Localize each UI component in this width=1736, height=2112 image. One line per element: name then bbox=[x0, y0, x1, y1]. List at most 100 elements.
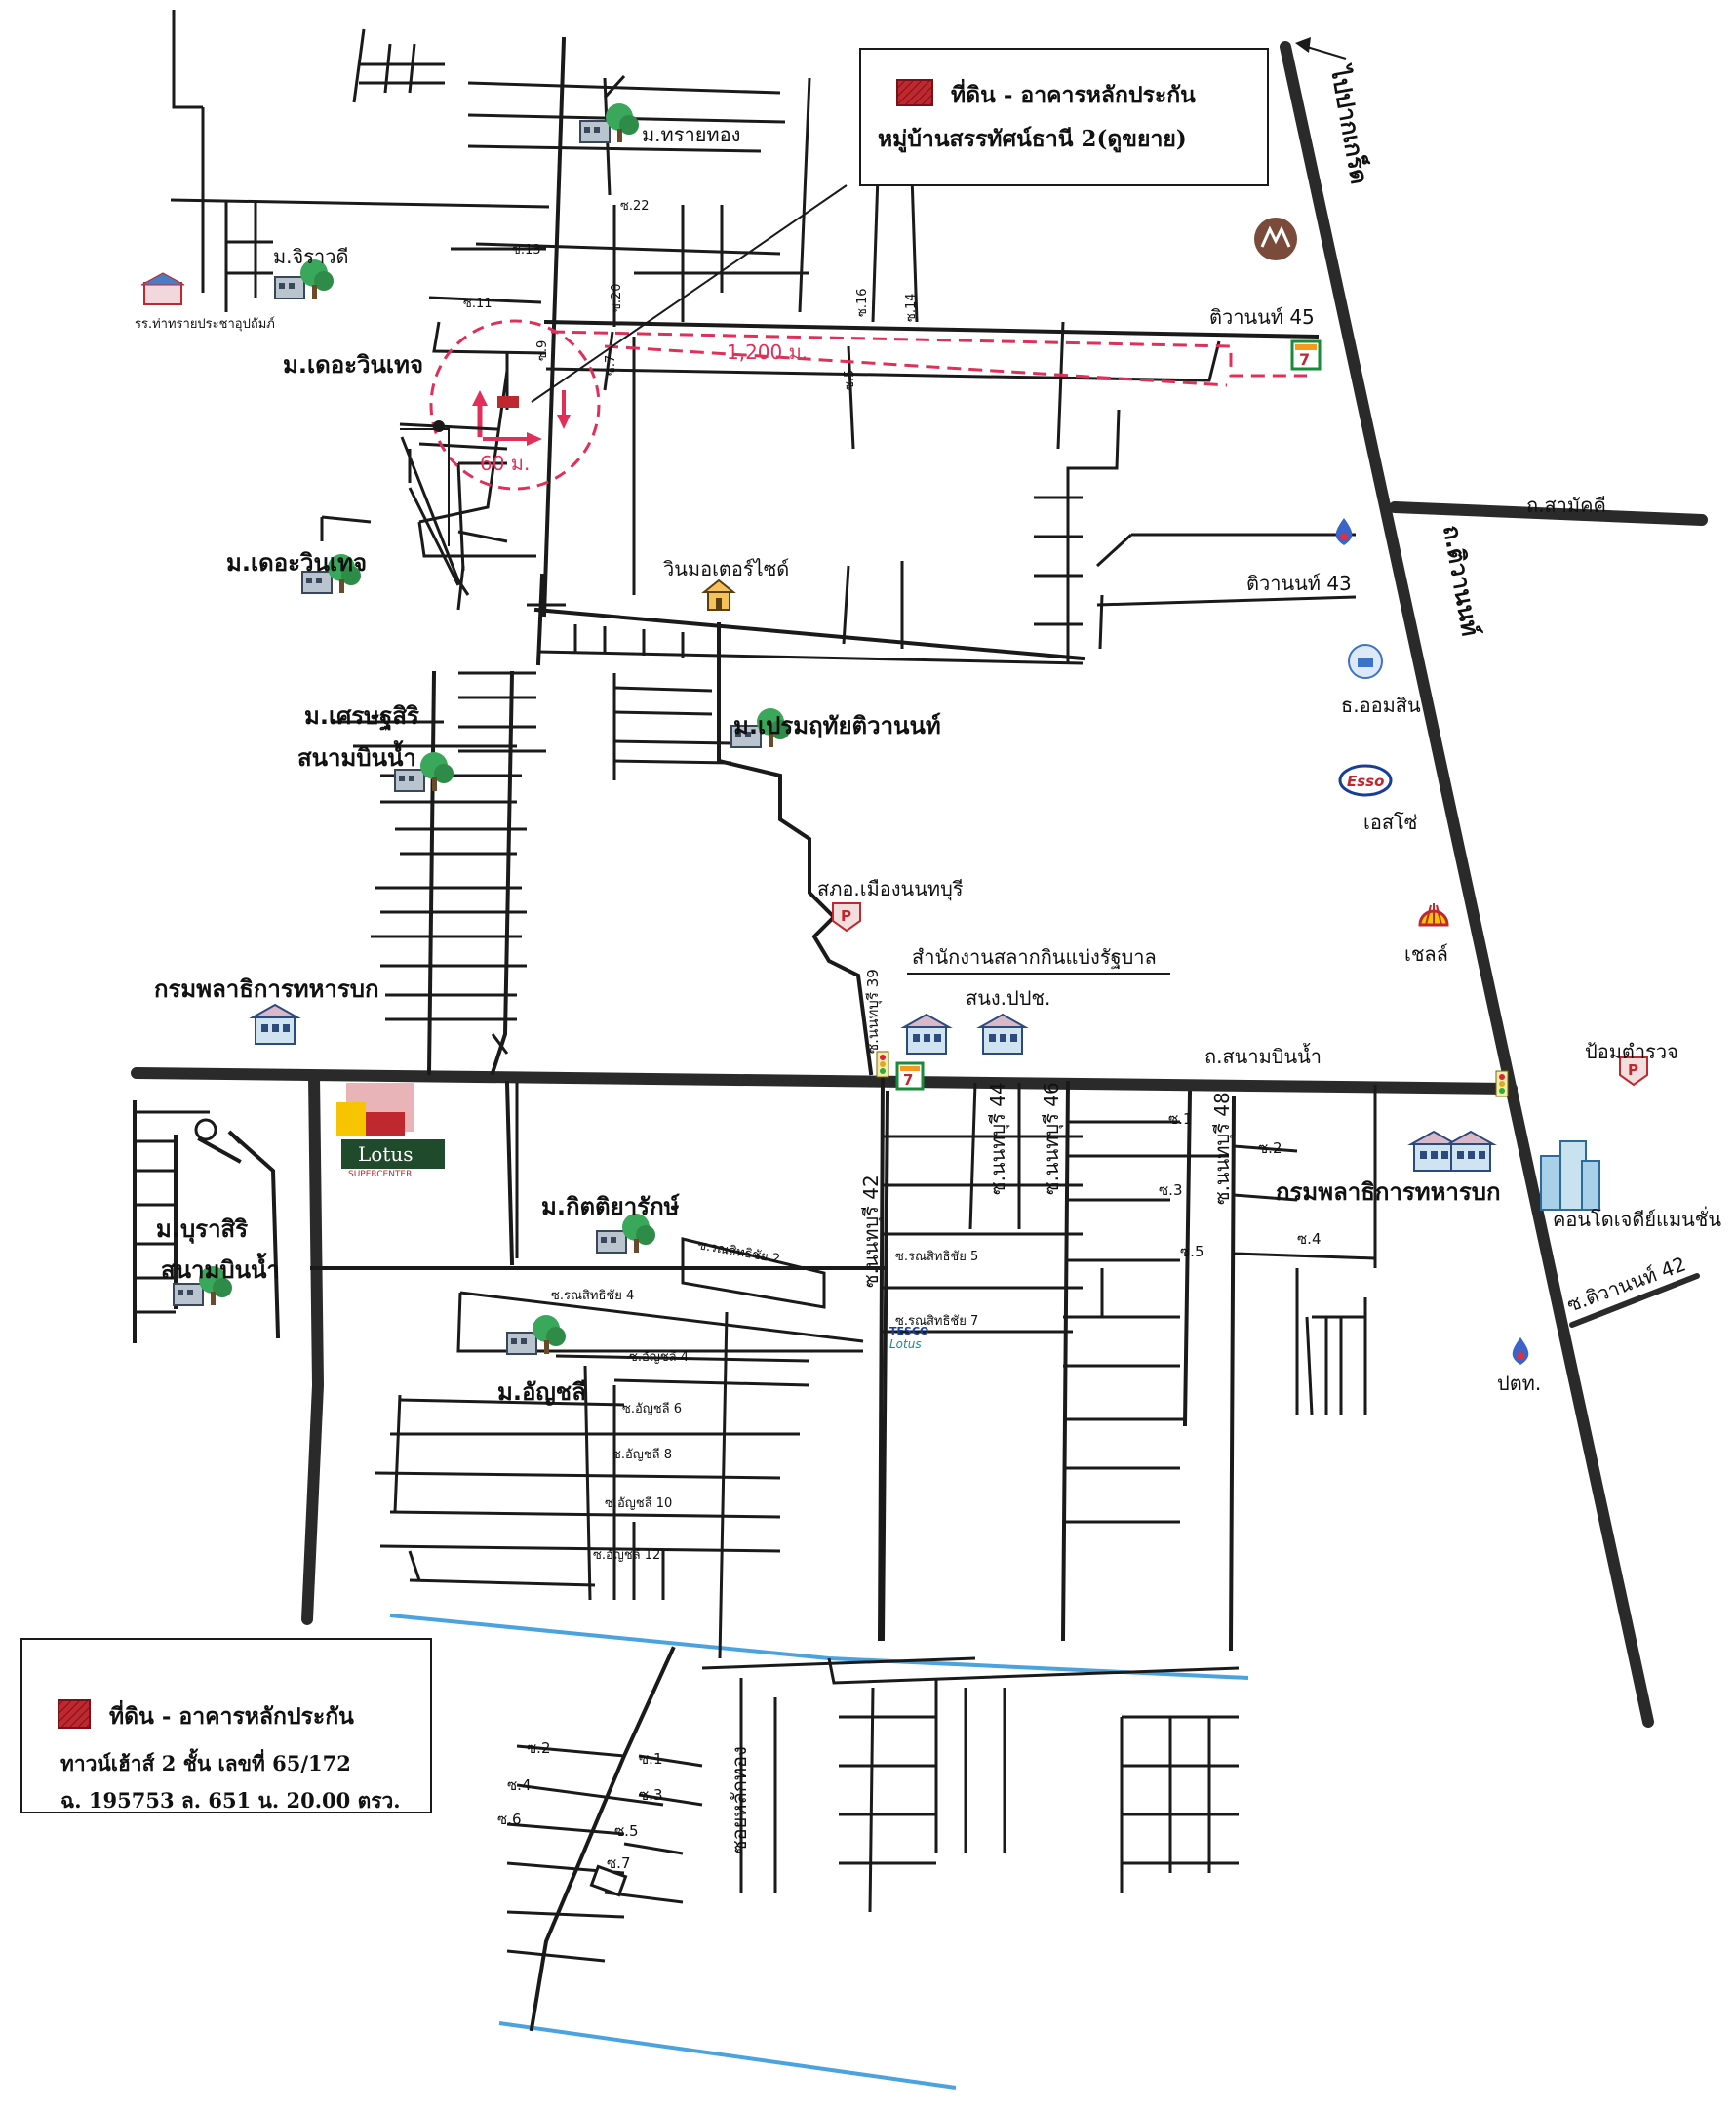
label-soi-9: ซ.9 bbox=[535, 340, 550, 361]
legend-bottom-line2: ทาวน์เฮ้าส์ 2 ชั้น เลขที่ 65/172 bbox=[60, 1748, 351, 1775]
icons: 7 7 Esso P bbox=[140, 102, 1648, 1365]
label-sanambinnam: ถ.สนามบินน้ำ bbox=[1204, 1043, 1322, 1068]
road-tiwanon bbox=[1280, 41, 1654, 1728]
legend-bottom-line3: ฉ. 195753 ล. 651 น. 20.00 ตรว. bbox=[60, 1788, 401, 1813]
label-soi-11: ซ.11 bbox=[463, 297, 493, 311]
label-south-soi-6: ซ.6 bbox=[497, 1811, 522, 1828]
label-the-winter-2: ม.เดอะวินเทจ bbox=[226, 549, 367, 577]
legend-bottom-swatch bbox=[58, 1699, 91, 1729]
svg-text:7: 7 bbox=[1299, 350, 1310, 369]
label-anchalee: ม.อัญชลี bbox=[497, 1378, 586, 1406]
svg-text:TESCO: TESCO bbox=[889, 1325, 928, 1337]
label-sai-thong: ม.ทรายทอง bbox=[642, 123, 740, 146]
label-ron-2: ซ.รณสิทธิชัย 2 bbox=[696, 1238, 781, 1267]
road-tiwanon42 bbox=[1569, 1273, 1700, 1328]
seven-eleven-icon-south: 7 bbox=[895, 1061, 925, 1091]
label-an-10: ซ.อัญชลี 10 bbox=[605, 1495, 672, 1511]
label-settasiri-2: สนามบินน้ำ bbox=[297, 739, 416, 772]
label-army-east: กรมพลาธิการทหารบก bbox=[1276, 1178, 1501, 1206]
label-soi-22: ซ.22 bbox=[620, 199, 650, 214]
streets bbox=[133, 10, 1377, 2032]
police-p-icon-east: P bbox=[1619, 1056, 1648, 1087]
labels: ม.ทรายทอง ม.จิราวดี รร.ท่าทรายประชาอุปถั… bbox=[135, 37, 1721, 1872]
label-east-soi-2: ซ.2 bbox=[1258, 1139, 1282, 1157]
distance-overlay bbox=[399, 184, 1307, 546]
label-an-8: ซ.อัญชลี 8 bbox=[612, 1447, 672, 1462]
label-south-soi-1: ซ.1 bbox=[639, 1750, 663, 1768]
label-samakkhi: ถ.สามัคคี bbox=[1526, 494, 1606, 517]
village-icon-anchalee bbox=[506, 1314, 567, 1355]
label-soi-20: ซ.20 bbox=[610, 284, 624, 313]
label-south-soi-4: ซ.4 bbox=[507, 1776, 532, 1794]
label-win-motor: วินมอเตอร์ไซด์ bbox=[663, 557, 789, 580]
label-an-12: ซ.อัญชลี 12 bbox=[593, 1547, 660, 1563]
label-nonthaburi39: ซ.นนทบุรี 39 bbox=[864, 969, 883, 1054]
legend-top-line1: ที่ดิน - อาคารหลักประกัน bbox=[951, 78, 1196, 108]
lotus-logo-icon: Lotus SUPERCENTER bbox=[336, 1083, 445, 1179]
building-icon-army-east bbox=[1410, 1131, 1494, 1172]
label-soi-13: ซ.13 bbox=[512, 243, 541, 258]
svg-text:SUPERCENTER: SUPERCENTER bbox=[348, 1170, 412, 1179]
label-an-6: ซ.อัญชลี 6 bbox=[622, 1401, 682, 1416]
label-ron-5: ซ.รณสิทธิชัย 5 bbox=[895, 1250, 978, 1264]
label-the-winter-1: ม.เดอะวินเทจ bbox=[283, 351, 423, 379]
tesco-lotus-icon: TESCO Lotus bbox=[889, 1325, 928, 1351]
police-p-icon-north: P bbox=[832, 902, 861, 933]
traffic-light-icon-west bbox=[876, 1051, 889, 1078]
label-nonthaburi46: ซ.นนทบุรี 46 bbox=[1040, 1082, 1064, 1195]
label-ron-7: ซ.รณสิทธิชัย 7 bbox=[895, 1314, 978, 1329]
svg-text:Lotus: Lotus bbox=[358, 1142, 414, 1166]
esso-logo-icon: Esso bbox=[1338, 764, 1393, 797]
ptt-drop-icon-north bbox=[1335, 518, 1353, 545]
label-nonthaburi44: ซ.นนทบุรี 44 bbox=[986, 1082, 1010, 1195]
label-to-pakkret: ไปปากเกร็ด bbox=[1325, 61, 1374, 186]
building-icon-lottery bbox=[903, 1014, 950, 1055]
label-distance-60: 60 ม. bbox=[480, 452, 530, 475]
label-east-soi-3: ซ.3 bbox=[1159, 1181, 1183, 1199]
gsb-logo-icon bbox=[1348, 644, 1383, 679]
label-east-soi-1: ซ.1 bbox=[1168, 1110, 1193, 1128]
label-south-soi-3: ซ.3 bbox=[639, 1786, 663, 1804]
svg-text:7: 7 bbox=[903, 1071, 913, 1089]
label-ptt: ปตท. bbox=[1497, 1372, 1541, 1395]
label-south-soi-5: ซ.5 bbox=[614, 1822, 639, 1840]
label-premruethai: ม.เปรมฤทัยติวานนท์ bbox=[733, 712, 941, 739]
scb-logo-icon bbox=[1254, 218, 1297, 260]
motorbike-stand-icon bbox=[701, 578, 736, 611]
condo-icon bbox=[1540, 1140, 1600, 1211]
label-nonthaburi48: ซ.นนทบุรี 48 bbox=[1210, 1092, 1235, 1205]
canal-north bbox=[389, 1614, 1249, 1680]
traffic-light-icon-east bbox=[1495, 1070, 1509, 1097]
label-soi-16: ซ.16 bbox=[855, 289, 870, 318]
legend-top: ที่ดิน - อาคารหลักประกัน หมู่บ้านสรรทัศน… bbox=[859, 48, 1269, 186]
label-an-4: ซ.อัญชลี 4 bbox=[629, 1349, 689, 1365]
label-police-box: ป้อมตำรวจ bbox=[1585, 1040, 1678, 1063]
label-burasiri-2: สนามบินน้ำ bbox=[161, 1252, 280, 1284]
label-distance-1200: 1,200 ม. bbox=[727, 340, 808, 364]
svg-text:Esso: Esso bbox=[1347, 773, 1384, 790]
label-tiwanon: ถ.ติวานนท์ bbox=[1438, 523, 1484, 638]
legend-bottom-line1: ที่ดิน - อาคารหลักประกัน bbox=[109, 1699, 354, 1730]
label-school: รร.ท่าทรายประชาอุปถัมภ์ bbox=[135, 316, 275, 332]
school-icon bbox=[140, 272, 185, 305]
canal-south bbox=[498, 2021, 957, 2090]
label-soi-5: ซ.5 bbox=[843, 370, 857, 390]
ptt-drop-icon-south bbox=[1512, 1337, 1529, 1365]
label-soi-lakthong: ซอยหลักทอง bbox=[728, 1746, 751, 1853]
label-kittiyarak: ม.กิตติยารักษ์ bbox=[541, 1193, 680, 1220]
label-shell: เชลล์ bbox=[1404, 942, 1448, 966]
building-icon-snng bbox=[979, 1014, 1026, 1055]
svg-text:P: P bbox=[1628, 1061, 1638, 1079]
road-samakkhi bbox=[1389, 501, 1708, 526]
label-south-soi-2: ซ.2 bbox=[527, 1739, 551, 1757]
label-burasiri: ม.บุราสิริ bbox=[156, 1215, 248, 1245]
label-army-west: กรมพลาธิการทหารบก bbox=[154, 976, 379, 1003]
shell-logo-icon bbox=[1418, 903, 1449, 927]
canals bbox=[389, 1614, 1249, 2090]
label-east-soi-4: ซ.4 bbox=[1297, 1230, 1322, 1248]
label-soi-14: ซ.14 bbox=[904, 294, 919, 323]
label-police-station: สภอ.เมืองนนทบุรี bbox=[817, 877, 964, 901]
label-condo: คอนโดเจดีย์แมนชั่น bbox=[1553, 1206, 1721, 1231]
label-lottery-office: สำนักงานสลากกินแบ่งรัฐบาล bbox=[912, 945, 1157, 969]
